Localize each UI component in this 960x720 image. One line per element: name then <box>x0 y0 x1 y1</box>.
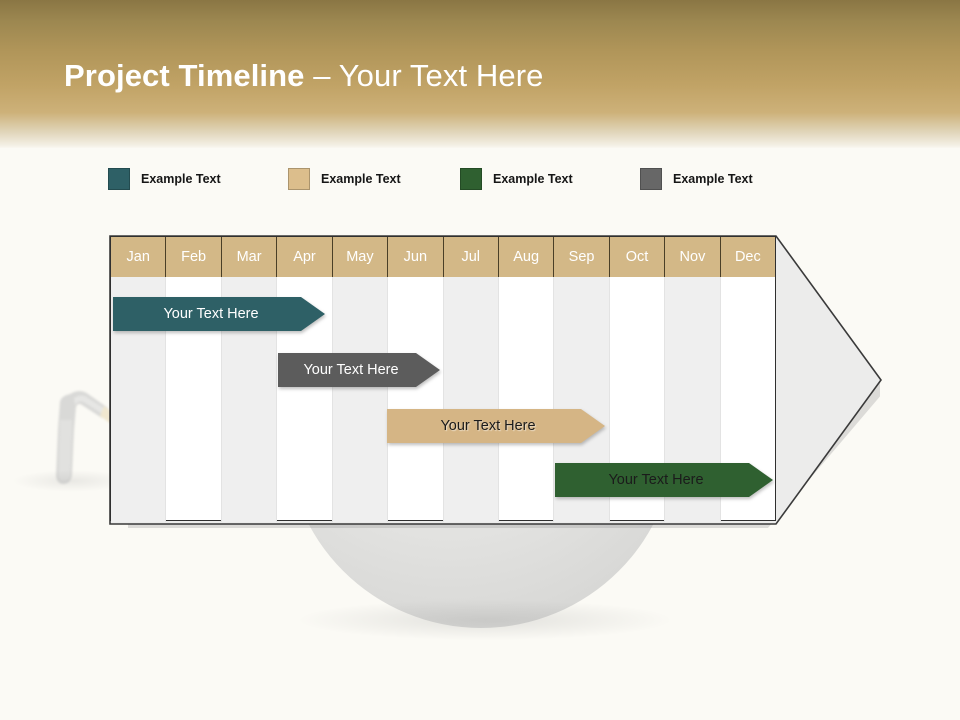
timeline-bar-label-2: Your Text Here <box>303 362 399 378</box>
timeline-column-oct <box>610 277 666 522</box>
timeline-column-aug <box>499 277 555 522</box>
background-sphere-shadow <box>300 600 670 640</box>
timeline-bar-3[interactable]: Your Text Here <box>387 409 605 443</box>
legend-label-3: Example Text <box>493 172 573 186</box>
timeline-column-feb <box>166 277 222 522</box>
page-title-regular: – Your Text Here <box>304 58 544 93</box>
timeline-column-jul <box>443 277 499 522</box>
legend-swatch-icon-2 <box>288 168 310 190</box>
legend: Example Text Example Text Example Text E… <box>108 168 808 194</box>
timeline-bar-2[interactable]: Your Text Here <box>278 353 440 387</box>
month-header-cell-feb: Feb <box>166 237 222 277</box>
legend-label-1: Example Text <box>141 172 221 186</box>
timeline-column-body <box>111 277 775 522</box>
legend-swatch-icon-3 <box>460 168 482 190</box>
month-header-cell-may: May <box>332 237 389 277</box>
legend-item-1[interactable]: Example Text <box>108 168 221 190</box>
timeline-bar-shape-4 <box>555 463 773 497</box>
month-header-cell-dec: Dec <box>720 237 776 277</box>
page-title-bold: Project Timeline <box>64 58 305 93</box>
month-header-cell-oct: Oct <box>609 237 666 277</box>
month-header-cell-aug: Aug <box>498 237 555 277</box>
page-title: Project Timeline – Your Text Here <box>64 58 543 94</box>
legend-label-2: Example Text <box>321 172 401 186</box>
timeline-bar-shape-2 <box>278 353 440 387</box>
month-header-cell-apr: Apr <box>277 237 333 277</box>
legend-item-4[interactable]: Example Text <box>640 168 753 190</box>
month-header-cell-mar: Mar <box>221 237 278 277</box>
timeline-column-jun <box>388 277 444 522</box>
legend-label-4: Example Text <box>673 172 753 186</box>
timeline-column-may <box>332 277 389 522</box>
month-header-cell-jan: Jan <box>111 237 167 277</box>
timeline-bar-shape-1 <box>113 297 325 331</box>
timeline-bar-1[interactable]: Your Text Here <box>113 297 325 331</box>
month-header-cell-nov: Nov <box>665 237 721 277</box>
legend-swatch-icon-1 <box>108 168 130 190</box>
legend-swatch-icon-4 <box>640 168 662 190</box>
header-band <box>0 0 960 148</box>
month-header-cell-jul: Jul <box>443 237 499 277</box>
month-header-cell-jun: Jun <box>388 237 444 277</box>
timeline-bar-label-4: Your Text Here <box>608 472 704 488</box>
timeline-bar-label-1: Your Text Here <box>163 306 259 322</box>
timeline-bar-label-3: Your Text Here <box>440 418 536 434</box>
timeline-bar-4[interactable]: Your Text Here <box>555 463 773 497</box>
background-eyeglasses-decoration <box>56 391 123 484</box>
legend-item-2[interactable]: Example Text <box>288 168 401 190</box>
timeline-column-apr <box>277 277 333 522</box>
legend-item-3[interactable]: Example Text <box>460 168 573 190</box>
timeline-bar-shape-3 <box>387 409 605 443</box>
month-header-cell-sep: Sep <box>554 237 610 277</box>
